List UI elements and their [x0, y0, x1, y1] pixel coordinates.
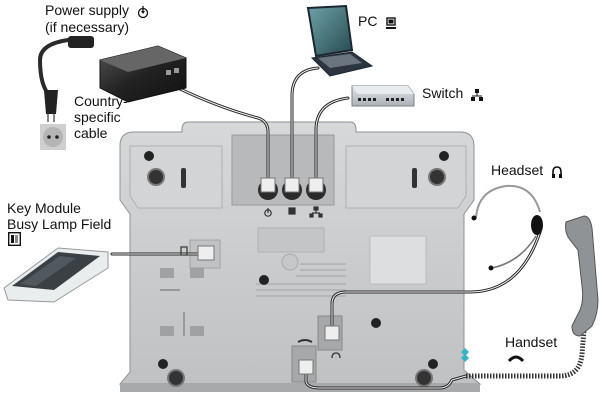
mains-cable — [37, 38, 70, 98]
headset-icon — [551, 164, 563, 180]
switch-label: Switch — [422, 85, 484, 103]
headset-label: Headset — [491, 162, 563, 180]
watermark-logo — [461, 348, 469, 362]
key-module-device — [3, 247, 109, 303]
screw — [439, 151, 449, 161]
key-module-icon — [7, 231, 22, 249]
key-module-label-2: Busy Lamp Field — [7, 216, 112, 232]
screw — [158, 359, 168, 369]
pc-port-icon — [288, 207, 296, 215]
port-plugs — [197, 177, 340, 375]
handset-label: Handset — [505, 334, 558, 350]
lan-port-icon — [309, 206, 323, 218]
pc-icon — [385, 15, 397, 31]
power-supply — [40, 36, 187, 150]
rubber-foot — [147, 168, 165, 186]
power-port[interactable] — [260, 177, 276, 193]
key-module-port[interactable] — [197, 245, 215, 261]
key-module-label-1: Key Module — [7, 200, 81, 216]
handset-icon — [507, 350, 525, 366]
headset-port[interactable] — [324, 325, 340, 341]
pc-laptop — [306, 4, 374, 77]
network-switch — [351, 85, 415, 107]
pc-label: PC — [358, 13, 397, 31]
power-icon — [137, 4, 149, 20]
screw — [371, 318, 381, 328]
port-markings — [180, 206, 341, 359]
power-supply-label: Power supply — [45, 2, 149, 20]
rubber-foot — [167, 369, 185, 387]
coiled-cord — [466, 329, 587, 379]
rubber-foot — [415, 369, 433, 387]
country-cable-label-3: cable — [74, 125, 108, 141]
country-cable-label-2: specific — [74, 109, 121, 125]
phone-base — [118, 121, 482, 392]
switch-text: Switch — [422, 85, 464, 101]
headset-text: Headset — [491, 162, 544, 178]
network-icon — [471, 87, 484, 103]
headset-device — [471, 184, 543, 271]
rubber-foot — [428, 168, 446, 186]
handset-device — [565, 215, 599, 337]
screw — [259, 275, 269, 285]
lan-port[interactable] — [308, 177, 324, 193]
pc-port[interactable] — [284, 177, 300, 193]
power-supply-text: Power supply — [45, 2, 130, 18]
handset-port-icon — [297, 339, 313, 343]
pc-text: PC — [358, 13, 378, 29]
handset-port[interactable] — [298, 359, 314, 375]
headset-port-icon — [331, 352, 341, 359]
screw — [428, 359, 438, 369]
country-cable-label-1: Country- — [74, 93, 128, 109]
screw — [144, 151, 154, 161]
key-module-port-icon — [180, 246, 188, 256]
power-supply-note: (if necessary) — [45, 19, 130, 35]
